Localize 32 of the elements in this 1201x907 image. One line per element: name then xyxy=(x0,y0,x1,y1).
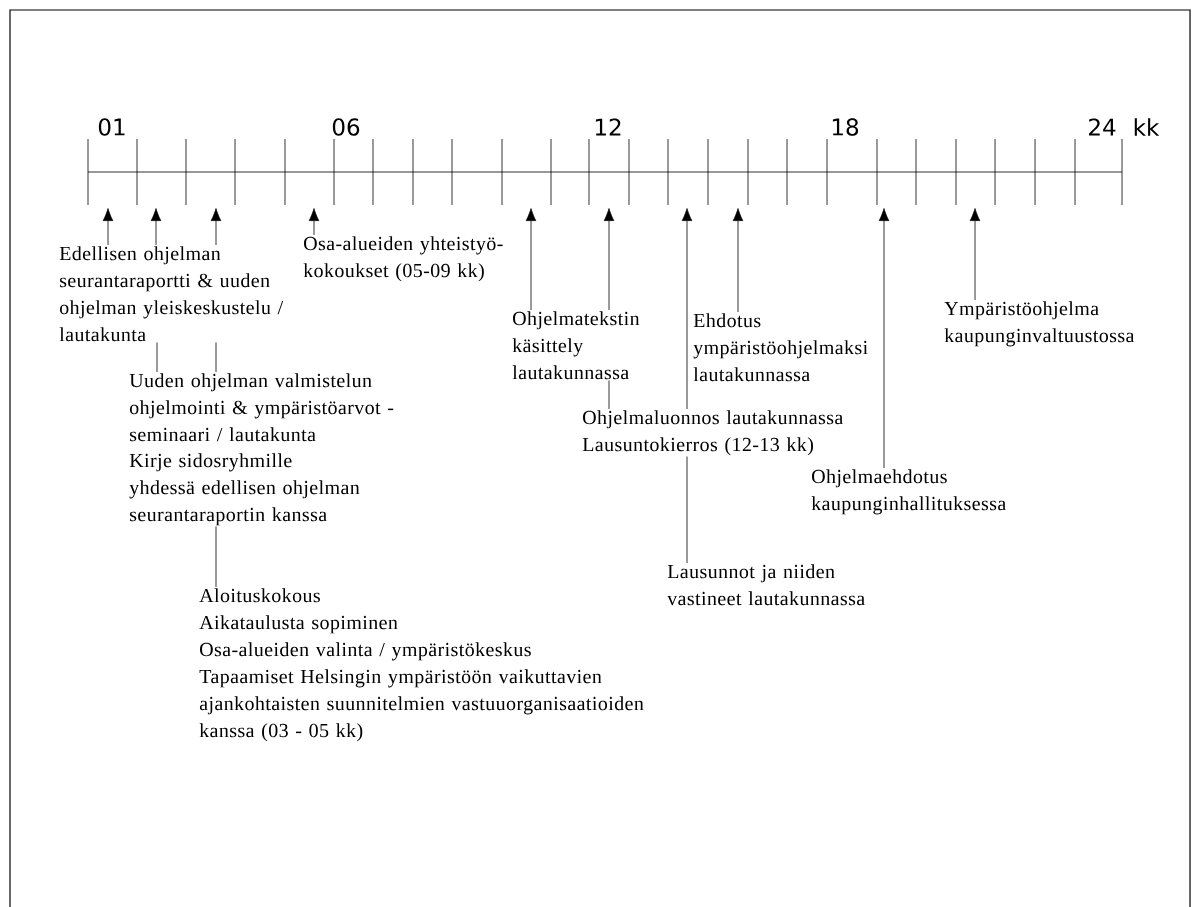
event-text: Kirje sidosryhmille yhdessä edellisen ohjelman seurantaraportin kanssa xyxy=(129,453,360,526)
leader-line xyxy=(215,342,217,373)
arrow xyxy=(210,208,222,246)
tick-label: 06 xyxy=(332,118,360,136)
arrow xyxy=(732,208,744,313)
tick-label: 18 xyxy=(832,118,859,136)
event-text: Aloituskokous Aikataulusta sopiminen Osa-alueiden valinta / ympäristökeskus Tapaamiset Helsingin ympäristöön vaikuttavien ajankohtaisten suunnitelmien vastuuorganisaatioiden kanssa (03 - 05 kk) xyxy=(199,588,644,742)
arrow xyxy=(525,208,537,311)
arrow xyxy=(603,208,615,311)
event-text: Osa-alueiden yhteistyö-kokoukset (05-09 kk) xyxy=(303,236,503,282)
arrow xyxy=(150,208,162,246)
event-text: Uuden ohjelman valmistelun ohjelmointi & ympäristöarvot -seminaari / lautakunta xyxy=(129,373,394,442)
arrow xyxy=(102,208,114,246)
event-text: Ohjelmaluonnos lautakunnassa Lausuntokierros (12-13 kk) xyxy=(582,410,843,456)
event-text: Edellisen ohjelman seurantaraportti & uuden ohjelman yleiskeskustelu / lautakunta xyxy=(59,246,284,342)
arrow xyxy=(969,208,981,301)
tick-label: 24 xyxy=(1089,118,1116,136)
event-text: Lausunnot ja niiden vastineet lautakunnassa xyxy=(667,564,865,606)
leader-line xyxy=(686,456,688,564)
tick-label: 01 xyxy=(98,118,125,136)
leader-line xyxy=(215,526,217,588)
arrow xyxy=(308,208,320,236)
tick-label: kk xyxy=(1134,118,1160,136)
leader-line xyxy=(608,380,610,410)
arrow xyxy=(681,208,693,410)
event-text: Ohjelmatekstin käsittely lautakunnassa xyxy=(512,311,640,380)
event-text: Ehdotus ympäristöohjelmaksi lautakunnassa xyxy=(693,313,868,382)
arrow xyxy=(878,208,890,469)
event-text: Ohjelmaehdotus kaupunginhallituksessa xyxy=(811,469,1006,515)
event-text: Ympäristöohjelma kaupunginvaltuustossa xyxy=(944,301,1135,347)
tick-label: 12 xyxy=(595,118,621,136)
leader-line xyxy=(156,342,158,373)
